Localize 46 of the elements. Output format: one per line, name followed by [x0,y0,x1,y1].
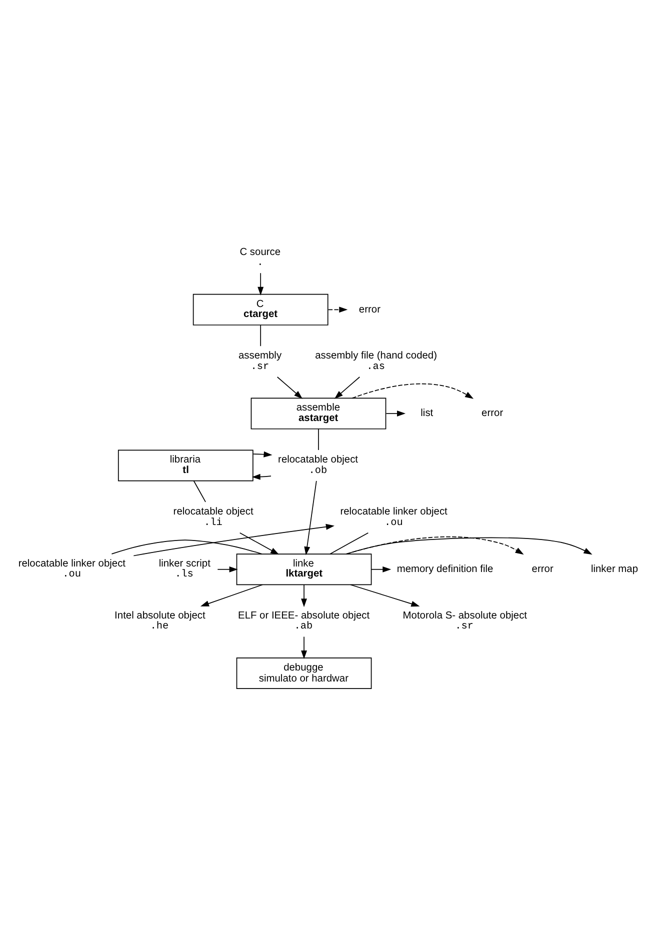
node-text: list [420,408,434,419]
node-box: linke lktarget [236,553,372,585]
node-text: memory definition file [396,564,494,575]
arrow [133,523,334,556]
node-text: C source . [240,246,281,269]
connector [193,480,206,502]
arrow [200,584,263,606]
node-text: assembly .sr [238,350,282,372]
arrow [386,410,406,416]
connector [318,428,319,450]
node-text: linker map [590,564,638,575]
arrow [304,480,317,555]
arrow [301,636,307,659]
arrow [258,272,264,295]
arrow [346,536,524,554]
node-text: relocatable linker object .ou [18,558,126,580]
node-text: assembly file (hand coded) .as [315,350,438,372]
node-text: relocatable linker object .ou [340,506,448,528]
node-box: assemble astarget [250,397,386,429]
arrow [252,450,272,457]
arrow [276,376,303,398]
node-box: C ctarget [192,293,328,325]
arrow [350,584,420,606]
arrow [370,566,392,572]
node-text: Motorola S- absolute object .sr [402,610,528,632]
node-box: debugge simulato or hardwar [236,657,372,689]
node-text: linker script .ls [158,558,210,580]
node-text: error [358,304,380,315]
node-text: error [482,408,504,419]
arrow [334,376,360,398]
arrow [352,382,474,398]
node-text: error [532,564,554,575]
arrow [217,566,238,572]
arrow [239,532,280,554]
node-text: Intel absolute object .he [114,610,206,632]
node-text: ELF or IEEE- absolute object .ab [238,610,370,632]
node-text: relocatable object .ob [278,454,358,476]
arrow [328,306,348,312]
connector [330,532,369,554]
node-box: libraria tl [118,449,254,481]
arrow [301,584,307,607]
arrow [346,536,592,554]
connector [260,324,262,346]
connector [111,539,262,554]
arrow [252,473,272,480]
node-text: relocatable object .li [173,506,254,528]
